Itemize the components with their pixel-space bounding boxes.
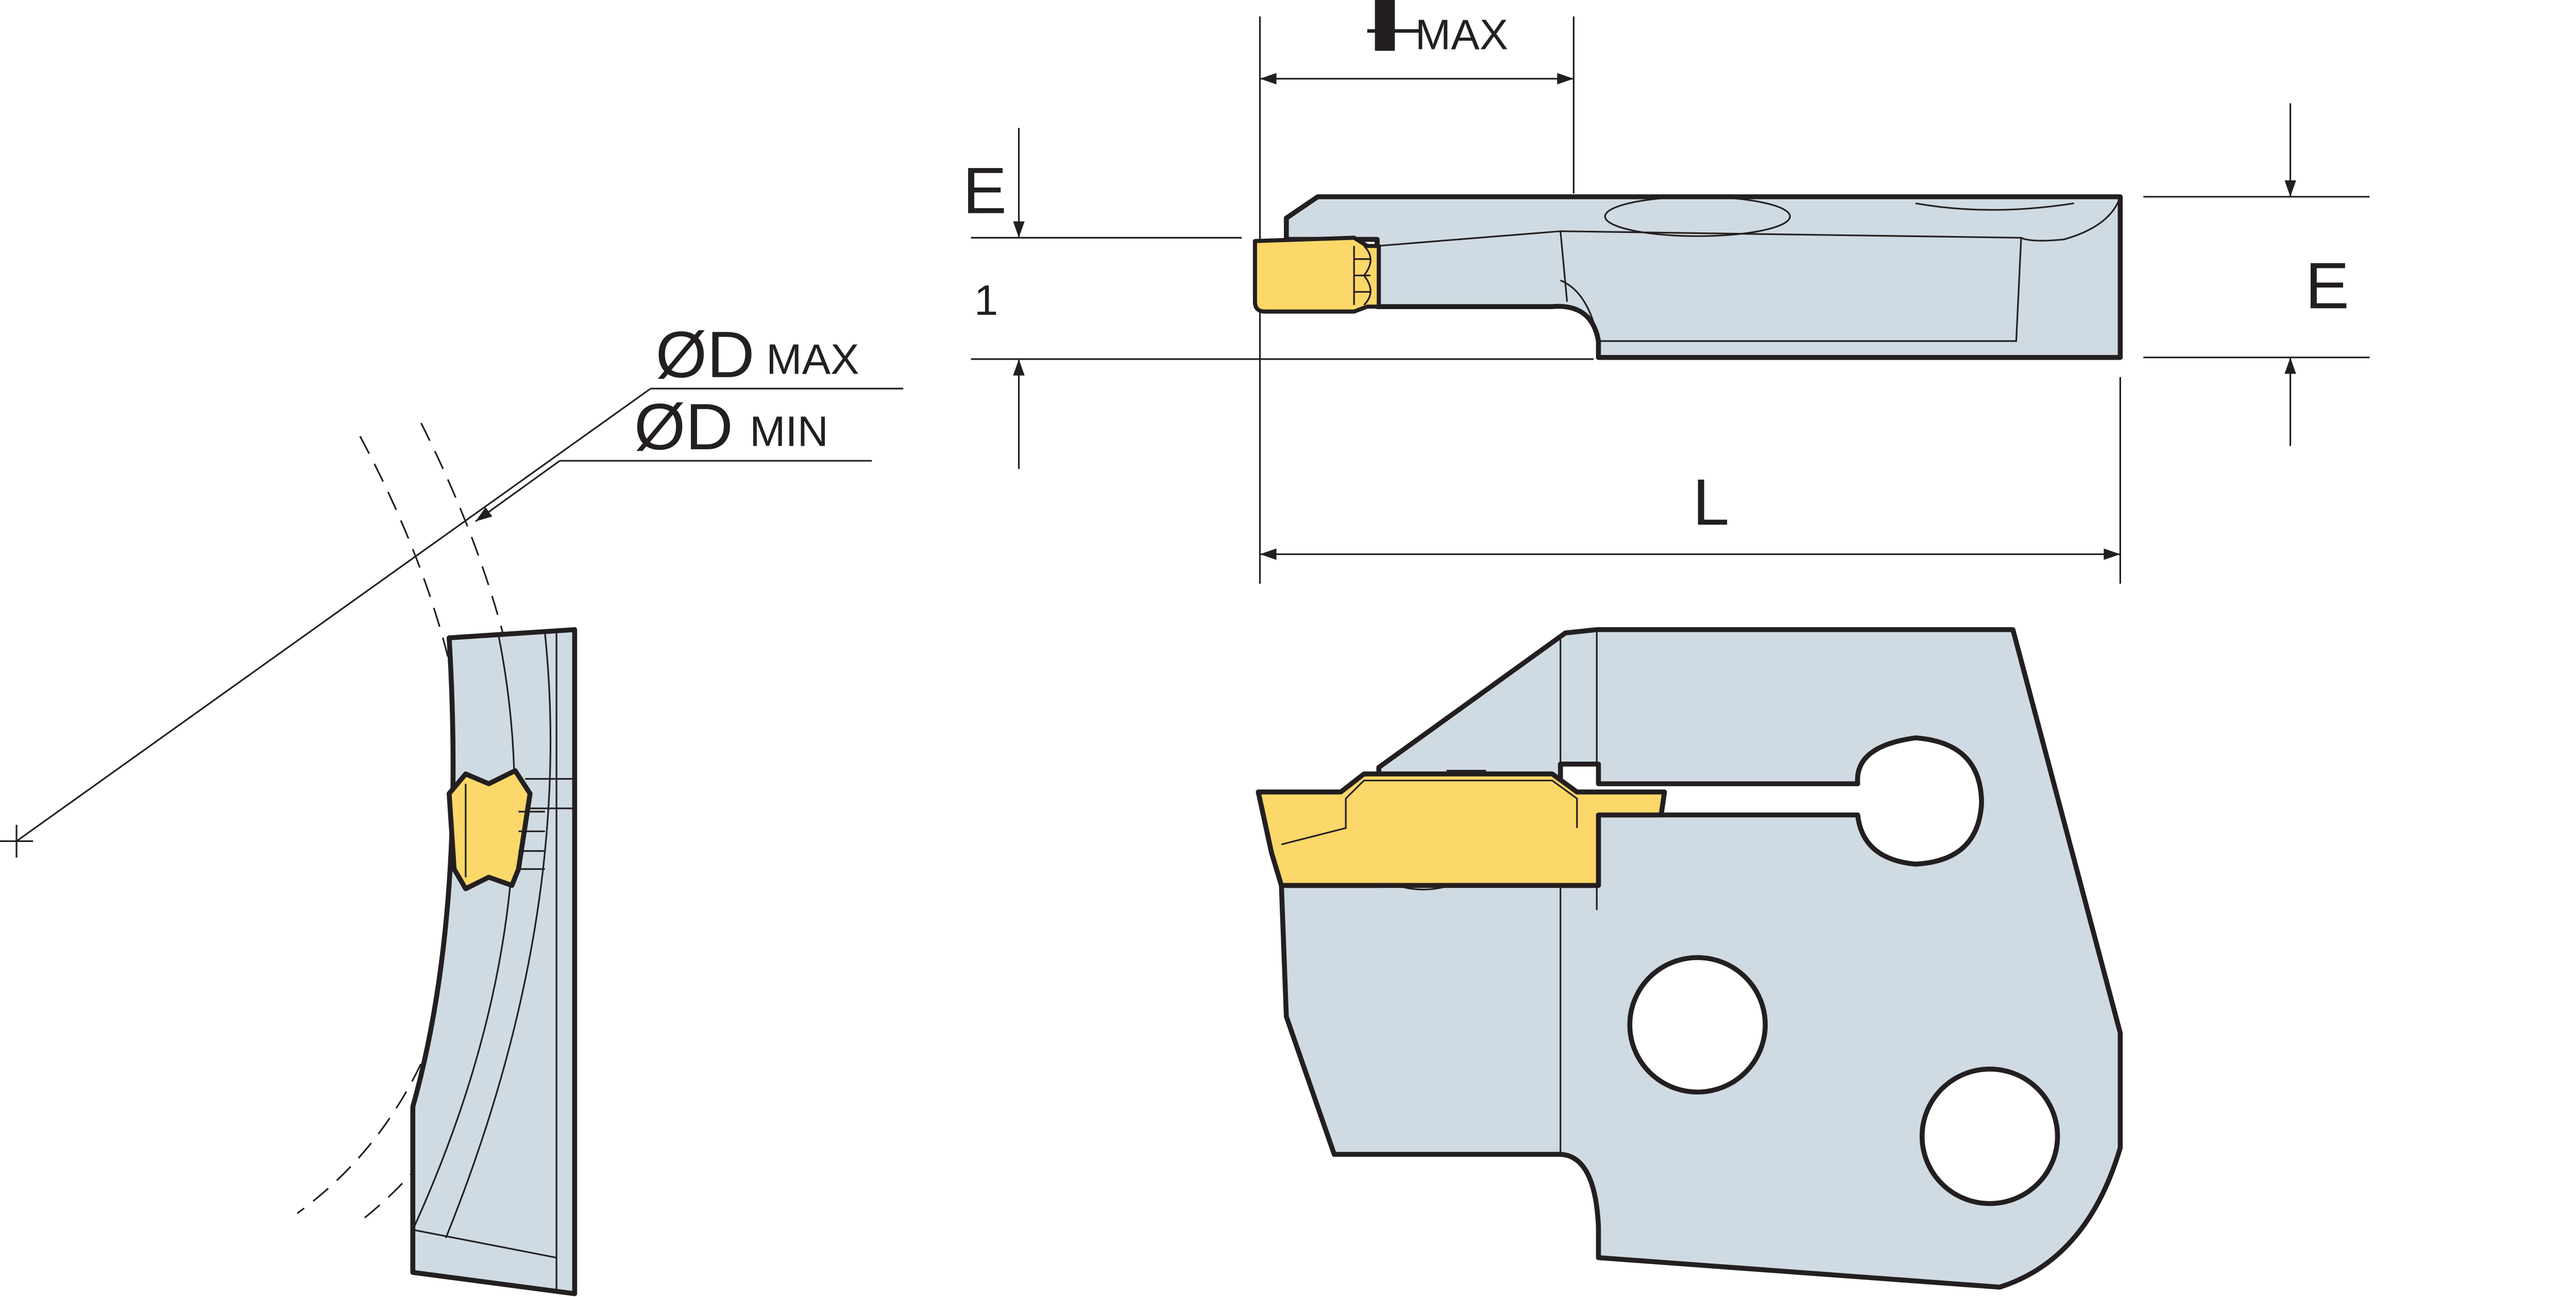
center-mark bbox=[0, 824, 33, 858]
tmax-label-main: T bbox=[1319, 0, 1451, 96]
e-right-label: E bbox=[2305, 249, 2349, 323]
insert-top-teeth bbox=[1353, 245, 1371, 306]
blade-bottom-curve bbox=[1560, 279, 1600, 342]
dmax-label-main: ØD bbox=[655, 318, 754, 391]
dmin-label-sub: MIN bbox=[750, 408, 828, 456]
curved-insert-teeth bbox=[465, 784, 545, 878]
tmax-label-dash: — bbox=[1367, 0, 1420, 56]
diameter-arrow bbox=[475, 460, 561, 523]
curved-blade-internal-lines bbox=[412, 633, 575, 1294]
blade-oval-mark bbox=[1604, 196, 1791, 237]
front-view bbox=[1256, 627, 2123, 1290]
blade-internal-lines bbox=[1377, 196, 2121, 342]
holder-internal-lines bbox=[1560, 629, 1598, 1155]
e-left-label: E bbox=[963, 154, 1007, 227]
diameter-radius-line bbox=[16, 388, 651, 842]
insert-top-view bbox=[1252, 235, 1381, 314]
insert-front-lines bbox=[1281, 769, 1578, 890]
holder-slot bbox=[1558, 735, 1984, 888]
dmax-label-sub: MAX bbox=[766, 335, 859, 383]
dmin-label-main: ØD bbox=[634, 390, 733, 463]
left-view: ØD MAX ØD MIN bbox=[0, 318, 904, 1296]
holder-hole-right bbox=[1919, 1066, 2060, 1206]
dimension-one-label: 1 bbox=[974, 276, 998, 324]
curved-insert bbox=[446, 768, 533, 891]
holder-hole-left bbox=[1627, 955, 1768, 1095]
tmax-label-sub: MAX bbox=[1415, 11, 1509, 59]
insert-front-view bbox=[1256, 771, 1667, 888]
blade-body-top bbox=[1283, 194, 2123, 360]
top-view: T — MAX E 1 E L bbox=[963, 0, 2370, 584]
l-label: L bbox=[1692, 466, 1729, 539]
